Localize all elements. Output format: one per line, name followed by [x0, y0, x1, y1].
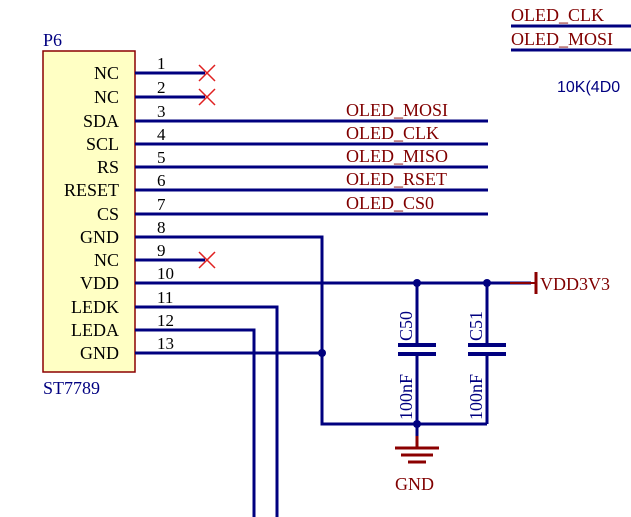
top-net-label-mosi: OLED_MOSI [511, 29, 613, 49]
pin-9-number: 9 [157, 241, 166, 260]
pin-11-name: LEDK [71, 297, 119, 317]
pin-3-name: SDA [83, 111, 119, 131]
component-body[interactable] [42, 50, 136, 373]
resistor-value-text: 10K(4D0 [557, 79, 620, 96]
pin-6-name: RESET [64, 180, 119, 200]
pin-13-number: 13 [157, 334, 174, 353]
net-label-pin6: OLED_RSET [346, 169, 447, 189]
pin-7-name: CS [97, 204, 119, 224]
pin-7-number: 7 [157, 195, 166, 214]
pin-13-name: GND [80, 343, 119, 363]
no-connect-mark [198, 88, 216, 106]
pin-2-number: 2 [157, 78, 166, 97]
capacitor-c50[interactable] [398, 343, 436, 356]
pin-11-number: 11 [157, 288, 173, 307]
pin-10-number: 10 [157, 264, 174, 283]
component-part: ST7789 [43, 378, 100, 398]
junction-dot [413, 420, 421, 428]
pin-8-name: GND [80, 227, 119, 247]
junction-dot [483, 279, 491, 287]
no-connect-mark [198, 64, 216, 82]
pin-4-name: SCL [86, 134, 119, 154]
pin-1-name: NC [94, 63, 119, 83]
no-connect-mark [198, 251, 216, 269]
component-ref: P6 [43, 30, 62, 50]
pin-8-number: 8 [157, 218, 166, 237]
c50-ref: C50 [396, 311, 416, 341]
net-label-pin3: OLED_MOSI [346, 100, 448, 120]
c50-value: 100nF [396, 374, 416, 420]
vdd-power-port[interactable] [510, 272, 538, 294]
pin-6-number: 6 [157, 171, 166, 190]
net-label-pin4: OLED_CLK [346, 123, 439, 143]
vdd-label: VDD3V3 [540, 274, 610, 294]
pin-10-name: VDD [80, 273, 119, 293]
net-label-pin7: OLED_CS0 [346, 193, 434, 213]
wire-ledk [135, 305, 279, 517]
junction-dot [413, 279, 421, 287]
junction-dot [318, 349, 326, 357]
net-label-group: OLED_MOSI OLED_CLK OLED_MISO OLED_RSET OLED_… [205, 100, 488, 216]
wire-pin8-gnd [135, 235, 487, 426]
top-net-label-clk: OLED_CLK [511, 5, 604, 25]
pin-5-name: RS [97, 157, 119, 177]
c51-value: 100nF [466, 374, 486, 420]
pin-1-number: 1 [157, 54, 166, 73]
pin-12-number: 12 [157, 311, 174, 330]
junctions [318, 279, 491, 428]
wire-leda [135, 328, 256, 517]
net-label-pin5: OLED_MISO [346, 146, 448, 166]
pin-12-name: LEDA [71, 320, 119, 340]
capacitor-c51[interactable] [468, 343, 506, 356]
gnd-label: GND [395, 474, 434, 494]
wiring [135, 235, 531, 517]
pin-5-number: 5 [157, 148, 166, 167]
pin-4-number: 4 [157, 125, 166, 144]
c51-ref: C51 [466, 311, 486, 341]
pin-3-number: 3 [157, 102, 166, 121]
gnd-power-port[interactable] [395, 436, 439, 464]
pin-9-name: NC [94, 250, 119, 270]
pin-2-name: NC [94, 87, 119, 107]
